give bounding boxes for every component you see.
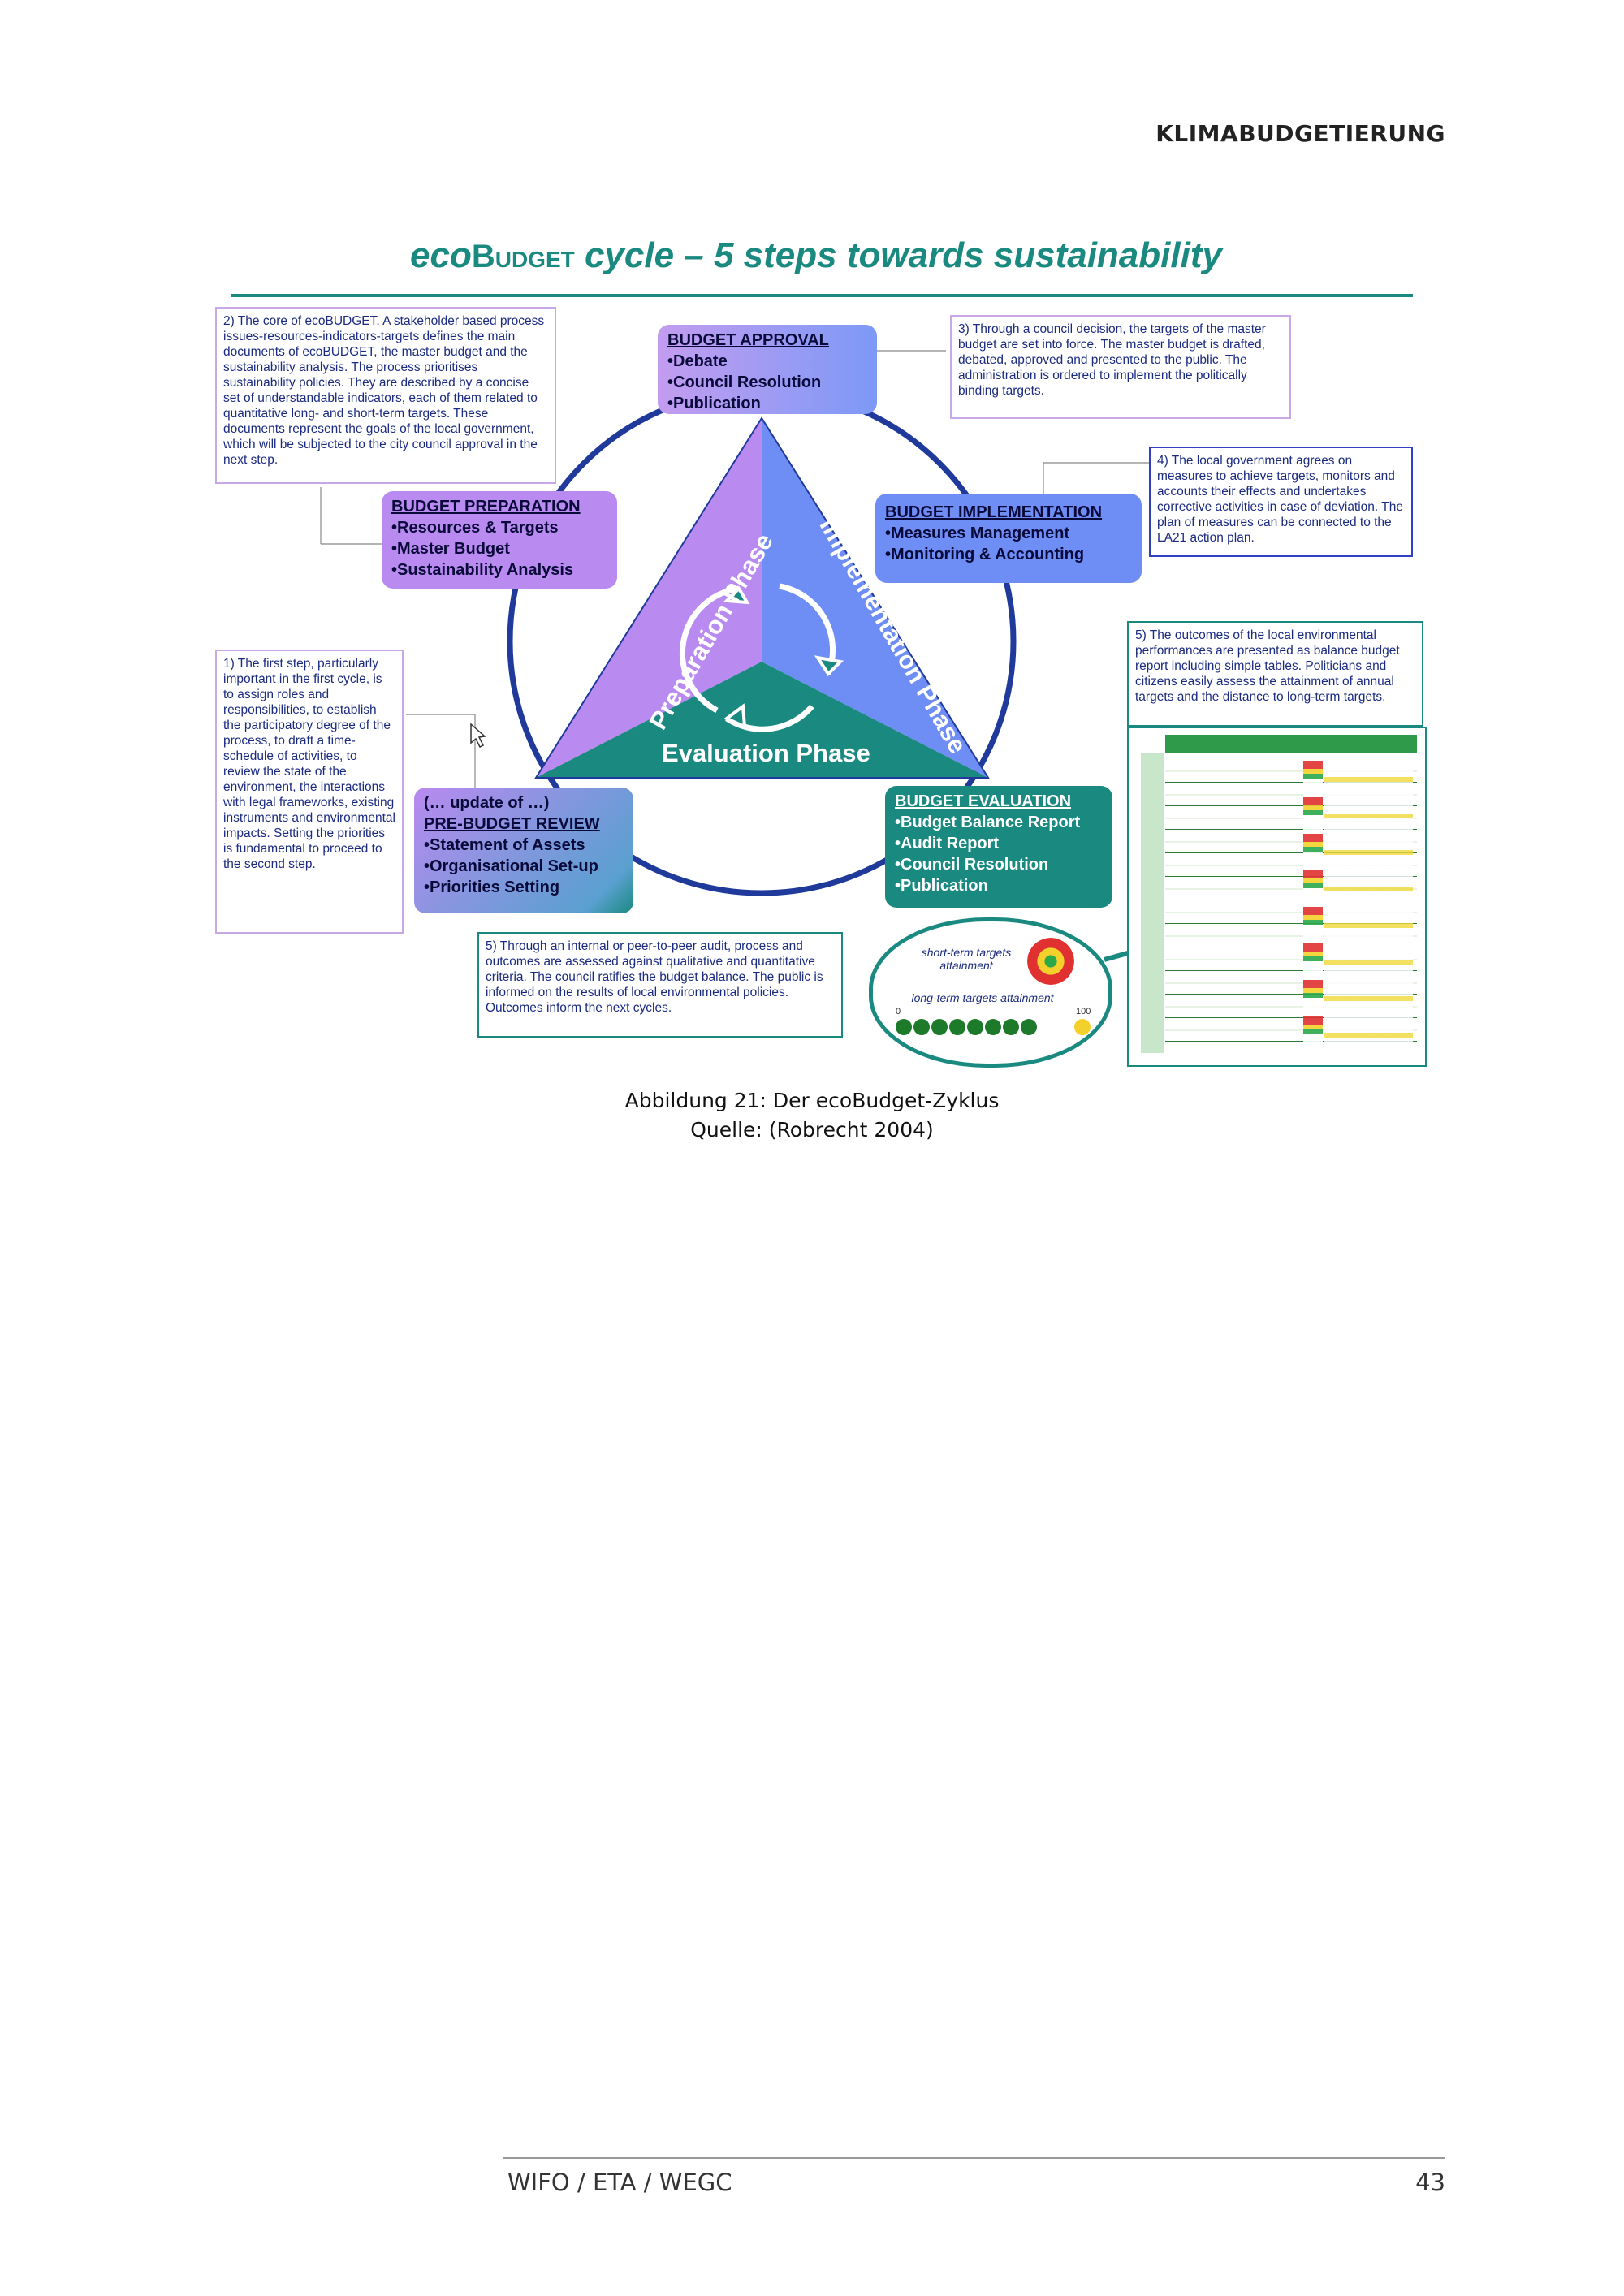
attainment-dot [949, 1019, 965, 1035]
attainment-dot-empty [1056, 1019, 1073, 1035]
attainment-dot [1021, 1019, 1037, 1035]
implementation-item: •Measures Management [885, 524, 1070, 542]
caption-line-1: Abbildung 21: Der ecoBudget-Zyklus [624, 1089, 1000, 1112]
figure-title: ecoBudget cycle – 5 steps towards sustai… [410, 235, 1222, 275]
approval-item: •Debate [667, 352, 728, 370]
evaluation-heading: BUDGET EVALUATION [895, 792, 1072, 810]
attainment-dot-empty [1039, 1019, 1055, 1035]
attainment-dot [931, 1019, 948, 1035]
target-attainment-panel: short-term targets attainment long-term … [869, 917, 1112, 1068]
preparation-item: •Resources & Targets [391, 519, 559, 537]
note-step-3: 3) Through a council decision, the targe… [950, 315, 1291, 419]
evaluation-item: •Publication [895, 877, 988, 895]
attainment-dot [896, 1019, 912, 1035]
box-budget-evaluation: BUDGET EVALUATION •Budget Balance Report… [885, 786, 1112, 908]
title-rule [231, 294, 1413, 297]
balance-report-thumbnail [1127, 727, 1427, 1067]
report-dot-bars [1324, 761, 1413, 1045]
implementation-heading: BUDGET IMPLEMENTATION [885, 503, 1103, 521]
attainment-dot [985, 1019, 1001, 1035]
review-pre-label: (… update of …) [424, 794, 550, 812]
evaluation-item: •Budget Balance Report [895, 814, 1081, 831]
figure-caption: Abbildung 21: Der ecoBudget-Zyklus Quell… [0, 1086, 1624, 1145]
evaluation-item: •Audit Report [895, 835, 1000, 852]
scale-max: 100 [1076, 1007, 1091, 1016]
report-side-column [1141, 753, 1164, 1053]
attainment-dot-yellow [1074, 1019, 1091, 1035]
short-term-label: short-term targets attainment [921, 946, 1012, 972]
review-item: •Statement of Assets [424, 836, 585, 854]
cursor-icon [470, 723, 486, 749]
caption-line-2: Quelle: (Robrecht 2004) [690, 1118, 934, 1142]
footer-institutions: WIFO / ETA / WEGC [508, 2169, 732, 2196]
box-budget-preparation: BUDGET PREPARATION •Resources & Targets … [382, 491, 617, 589]
box-budget-implementation: BUDGET IMPLEMENTATION •Measures Manageme… [875, 494, 1142, 583]
approval-item: •Council Resolution [667, 373, 822, 391]
attainment-dot [967, 1019, 983, 1035]
note-step-5-audit: 5) Through an internal or peer-to-peer a… [477, 932, 843, 1038]
page-number: 43 [1415, 2169, 1445, 2196]
evaluation-phase-shape [536, 662, 988, 778]
implementation-item: •Monitoring & Accounting [885, 546, 1085, 563]
triangle-outline [534, 416, 990, 779]
phase-label-evaluation: Evaluation Phase [662, 739, 870, 767]
approval-heading: BUDGET APPROVAL [667, 331, 829, 349]
box-pre-budget-review: (… update of …) PRE-BUDGET REVIEW •State… [414, 788, 633, 913]
note-step-2: 2) The core of ecoBUDGET. A stakeholder … [215, 307, 556, 484]
footer-divider [503, 2157, 1445, 2159]
cycle-diagram [320, 350, 1300, 962]
review-item: •Priorities Setting [424, 878, 560, 896]
box-budget-approval: BUDGET APPROVAL •Debate •Council Resolut… [658, 325, 877, 414]
preparation-item: •Master Budget [391, 540, 510, 558]
ecobudget-figure: ecoBudget cycle – 5 steps towards sustai… [207, 219, 1427, 1068]
preparation-item: •Sustainability Analysis [391, 561, 574, 579]
report-target-icons [1303, 761, 1323, 1045]
target-icon [1027, 938, 1074, 985]
note-step-5-report: 5) The outcomes of the local environment… [1127, 621, 1423, 727]
long-term-dots [896, 1019, 1095, 1038]
report-header-row [1165, 735, 1417, 753]
review-heading: PRE-BUDGET REVIEW [424, 815, 600, 833]
attainment-dot [1003, 1019, 1019, 1035]
note-step-1: 1) The first step, particularly importan… [215, 650, 404, 934]
running-header: KLIMABUDGETIERUNG [1155, 120, 1445, 147]
evaluation-item: •Council Resolution [895, 856, 1049, 874]
approval-item: •Publication [667, 395, 761, 412]
attainment-dot [914, 1019, 930, 1035]
preparation-heading: BUDGET PREPARATION [391, 498, 581, 516]
long-term-label: long-term targets attainment [911, 991, 1054, 1004]
review-item: •Organisational Set-up [424, 857, 598, 875]
scale-min: 0 [896, 1007, 901, 1016]
note-step-4: 4) The local government agrees on measur… [1149, 447, 1413, 557]
arrow-heads [723, 585, 844, 730]
